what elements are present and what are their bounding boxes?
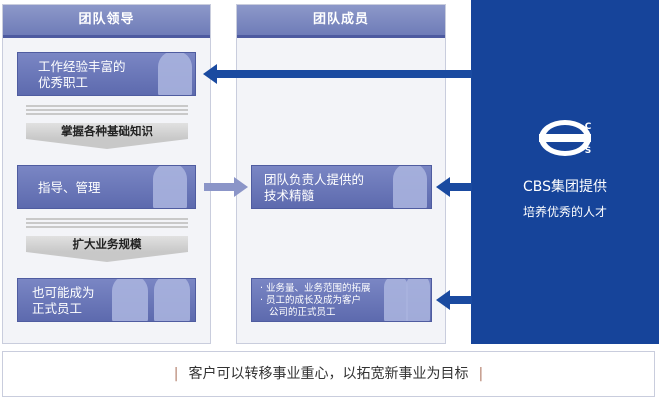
regular-employee-label-line2: 正式员工 xyxy=(32,301,83,316)
step-stripe xyxy=(26,226,188,228)
person-silhouette-icon xyxy=(393,166,427,208)
header-underline xyxy=(237,35,445,38)
step-stripe xyxy=(26,105,188,107)
person-silhouette-icon xyxy=(112,279,148,321)
guidance-management-box: 指导、管理 xyxy=(17,165,196,209)
left-arrow-icon xyxy=(436,290,450,310)
step-down-arrow xyxy=(26,139,188,149)
step-stripe xyxy=(26,109,188,111)
technical-essence-box: 团队负责人提供的 技术精髓 xyxy=(251,165,432,209)
person-silhouette-icon xyxy=(158,53,192,95)
step-stripe xyxy=(26,222,188,224)
technical-essence-label-line1: 团队负责人提供的 xyxy=(264,172,365,187)
divider-mark: | xyxy=(478,366,484,382)
provider-to-growth-arrow-shaft xyxy=(449,296,472,304)
experienced-staff-label-line1: 工作经验丰富的 xyxy=(38,59,126,74)
cbs-logo-icon xyxy=(539,120,591,156)
growth-label-line3: 公司的正式员工 xyxy=(269,307,336,318)
technical-essence-label-line2: 技术精髓 xyxy=(264,188,315,203)
team-member-header: 团队成员 xyxy=(237,5,445,35)
experienced-staff-label-line2: 优秀职工 xyxy=(38,75,89,90)
cbs-provider-panel: CBS CBS集团提供 培养优秀的人才 xyxy=(471,0,659,344)
person-silhouette-icon xyxy=(384,279,408,321)
right-arrow-icon xyxy=(234,177,248,197)
provider-to-member-arrow-shaft xyxy=(449,183,472,191)
person-silhouette-icon xyxy=(154,279,190,321)
step-stripe xyxy=(26,218,188,220)
experienced-staff-box: 工作经验丰富的 优秀职工 xyxy=(17,52,196,96)
regular-employee-label-line1: 也可能成为 xyxy=(32,285,95,300)
person-silhouette-icon xyxy=(406,279,430,321)
provider-to-leader-arrow-shaft xyxy=(216,70,472,78)
divider-mark: | xyxy=(173,366,179,382)
header-underline xyxy=(3,35,210,38)
leader-to-member-arrow-shaft xyxy=(204,183,236,191)
regular-employee-box: 也可能成为 正式员工 xyxy=(17,278,196,322)
client-goal-text: 客户可以转移事业重心，以拓宽新事业为目标 xyxy=(188,366,469,382)
cbs-logo-text: CBS xyxy=(583,122,593,158)
step-stripe xyxy=(26,113,188,115)
provider-title: CBS集团提供 xyxy=(522,179,608,195)
provider-subtitle: 培养优秀的人才 xyxy=(522,205,607,219)
step-expand-business-label: 扩大业务规模 xyxy=(26,236,188,252)
growth-label-line2: · 员工的成长及成为客户 xyxy=(260,295,362,306)
step-basic-knowledge-label: 掌握各种基础知识 xyxy=(26,123,188,139)
guidance-management-label: 指导、管理 xyxy=(38,180,101,195)
left-arrow-icon xyxy=(203,64,217,84)
client-goal-bar: | 客户可以转移事业重心，以拓宽新事业为目标 | xyxy=(2,351,655,397)
team-leader-header: 团队领导 xyxy=(3,5,210,35)
growth-box: · 业务量、业务范围的拓展 · 员工的成长及成为客户 公司的正式员工 xyxy=(251,278,432,322)
step-down-arrow xyxy=(26,252,188,262)
person-silhouette-icon xyxy=(153,166,187,208)
left-arrow-icon xyxy=(436,177,450,197)
growth-label-line1: · 业务量、业务范围的拓展 xyxy=(260,283,371,294)
